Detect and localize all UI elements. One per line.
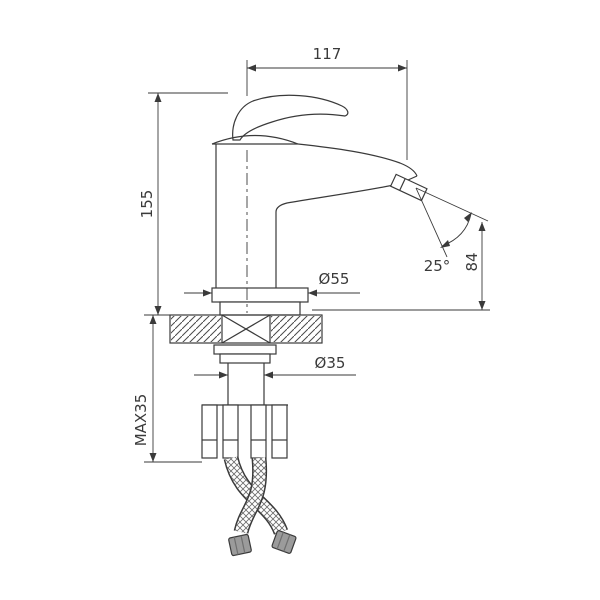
dim-label-max-thickness: MAX35	[132, 394, 150, 447]
dim-outlet-height	[312, 222, 490, 311]
dimension-labels: 117 155 Ø55 25° 84 Ø35 MAX35	[132, 45, 481, 446]
dim-max-thickness	[144, 315, 202, 463]
supply-hose-right	[233, 457, 268, 534]
threaded-shank	[227, 363, 265, 405]
faucet-handle	[232, 94, 349, 141]
mounting-washer	[213, 344, 277, 355]
dim-label-hole-diameter: Ø35	[315, 354, 346, 372]
dim-spout-angle	[415, 187, 489, 258]
mounting-bolts	[201, 404, 288, 459]
dim-label-spout-angle: 25°	[424, 257, 451, 275]
dim-label-outlet-height: 84	[463, 252, 481, 271]
dim-label-height: 155	[138, 190, 156, 219]
dim-base-diameter	[184, 289, 360, 297]
drawing-root	[144, 60, 490, 557]
dim-height	[144, 92, 228, 316]
mounting-nut	[219, 353, 271, 364]
dim-label-base-diameter: Ø55	[319, 270, 350, 288]
countertop-cross-section	[169, 314, 323, 344]
dim-spout-reach	[246, 60, 408, 160]
hose-nut-left	[228, 533, 252, 557]
aerator	[389, 173, 428, 202]
hose-nut-right	[271, 530, 297, 554]
cartridge-dome	[211, 134, 299, 145]
base-flange	[211, 287, 309, 316]
faucet-body-outline	[215, 143, 418, 288]
dim-label-spout-reach: 117	[313, 45, 342, 63]
dim-hole-diameter	[194, 371, 356, 379]
